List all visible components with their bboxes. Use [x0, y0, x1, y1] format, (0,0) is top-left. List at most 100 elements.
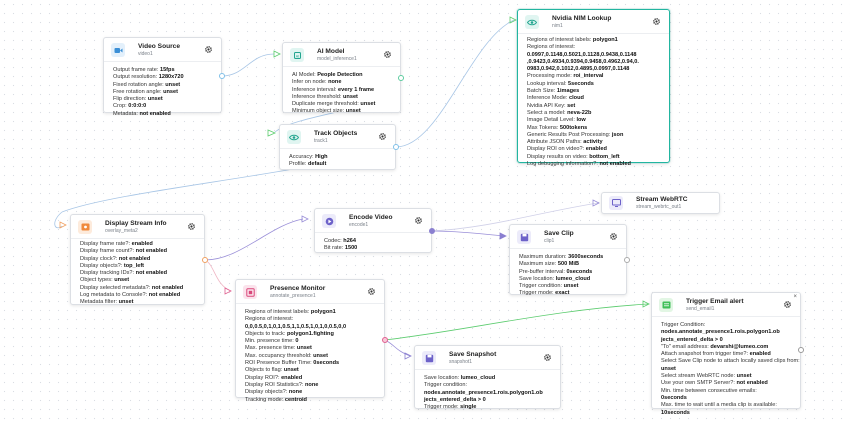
- node-title: Track Objects: [314, 130, 358, 137]
- node-header: Encode Video encode1: [315, 209, 431, 233]
- property-row: Objects to flag: unset: [245, 367, 299, 374]
- property-row: Generic Results Post Processing: json: [527, 131, 624, 138]
- property-row: Infer on node: none: [292, 79, 342, 86]
- ai-chip-icon: AI: [290, 48, 304, 62]
- node-subtitle: video1: [138, 51, 153, 57]
- arrow-track-in: [267, 129, 277, 137]
- node-subtitle: snapshot1: [449, 359, 473, 365]
- property-row: Inference threshold: unset: [292, 93, 358, 100]
- gear-icon[interactable]: [609, 232, 618, 241]
- output-port[interactable]: [398, 75, 404, 81]
- property-row: Objects to track: polygon1.fighting: [245, 330, 334, 337]
- property-row: Pre-buffer interval: 0seconds: [519, 268, 593, 275]
- node-video-source[interactable]: Video Source video1 Output frame rate: 1…: [103, 37, 222, 117]
- output-port[interactable]: [624, 257, 630, 263]
- property-row: Display objects?: top_left: [80, 262, 145, 269]
- node-properties: AI Model: People Detection Infer on node…: [283, 67, 400, 120]
- property-row: Crop: 0:0:0:0: [113, 103, 147, 110]
- property-row: Accuracy: High: [289, 154, 328, 160]
- property-row: Display frame rate?: enabled: [80, 241, 153, 247]
- close-icon[interactable]: ×: [793, 294, 797, 300]
- encode-icon: [322, 214, 336, 228]
- node-stream-webrtc[interactable]: Stream WebRTC stream_webrtc_out1: [601, 192, 720, 214]
- node-subtitle: overlay_meta2: [105, 228, 138, 234]
- node-header: Track Objects track1: [280, 125, 395, 149]
- gear-icon[interactable]: [414, 216, 423, 225]
- property-row: Max. presence time: unset: [245, 345, 312, 352]
- property-row: Min. presence time: 0: [245, 338, 299, 345]
- node-ai-model[interactable]: AI AI Model model_inference1 AI Model: P…: [282, 42, 401, 114]
- arrow-ai-in: [273, 50, 281, 58]
- node-properties: Codec: h264 Bit rate: 1500: [315, 233, 431, 257]
- property-row: Lookup interval: 5seconds: [527, 80, 594, 87]
- property-row: 10seconds: [661, 409, 690, 416]
- node-properties: Regions of interest labels: polygon1 Reg…: [236, 304, 384, 408]
- property-row: Image Detail Level: low: [527, 117, 586, 124]
- gear-icon[interactable]: [367, 287, 376, 296]
- arrow-email-in: [642, 300, 650, 308]
- property-row: Trigger Condition:: [661, 322, 706, 328]
- node-subtitle: send_email1: [686, 306, 715, 312]
- node-title: AI Model: [317, 48, 345, 55]
- output-port[interactable]: [798, 347, 804, 353]
- property-row: Save location: lumeo_cloud: [519, 275, 591, 282]
- property-row: Max. occupancy threshold: unset: [245, 352, 329, 359]
- property-row: Output resolution: 1280x720: [113, 74, 184, 81]
- property-row: Bit rate: 1500: [324, 245, 358, 252]
- property-row: nodes.annotate_presence1.rois.polygon1.o…: [661, 329, 780, 336]
- node-properties: Display frame rate?: enabled Display fra…: [71, 239, 204, 311]
- snapshot-icon: [422, 351, 436, 365]
- property-row: Display ROI Statistics?: none: [245, 381, 319, 388]
- node-presence-monitor[interactable]: Presence Monitor annotate_presence1 Regi…: [235, 279, 385, 403]
- node-save-clip[interactable]: Save Clip clip1 Maximum duration: 3600se…: [509, 224, 627, 296]
- output-port[interactable]: [393, 144, 399, 150]
- property-row: Display results on video: bottom_left: [527, 153, 620, 160]
- property-row: Processing mode: roi_interval: [527, 73, 604, 80]
- node-properties: Save location: lumeo_cloud Trigger condi…: [415, 370, 560, 415]
- property-row: unset: [661, 365, 676, 372]
- output-port[interactable]: [429, 228, 435, 234]
- property-row: Nvidia API Key: set: [527, 102, 576, 109]
- node-nvidia-nim-lookup[interactable]: Nvidia NIM Lookup nim1 Regions of intere…: [517, 9, 670, 167]
- gear-icon[interactable]: [378, 132, 387, 141]
- property-row: Inference Mode: cloud: [527, 95, 584, 102]
- property-row: Display selected metadata?: not enabled: [80, 284, 184, 291]
- node-encode-video[interactable]: Encode Video encode1 Codec: h264 Bit rat…: [314, 208, 432, 253]
- output-port[interactable]: [382, 337, 388, 343]
- property-row: Profile: default: [289, 161, 327, 168]
- property-row: Regions of interest:: [245, 316, 294, 323]
- node-header: Nvidia NIM Lookup nim1: [518, 10, 669, 34]
- eye-icon: [525, 15, 539, 29]
- node-save-snapshot[interactable]: Save Snapshot snapshot1 Save location: l…: [414, 345, 561, 410]
- node-track-objects[interactable]: Track Objects track1 Accuracy: High Prof…: [279, 124, 396, 170]
- gear-icon[interactable]: [783, 300, 792, 309]
- property-row: 0seconds: [661, 394, 687, 401]
- property-row: Inference interval: every 1 frame: [292, 86, 375, 93]
- property-row: jects_entered_delta > 0: [424, 396, 486, 403]
- property-row: Minimum object size: unset: [292, 108, 361, 115]
- arrow-display-in: [59, 221, 67, 229]
- arrow-nim-in: [509, 16, 517, 24]
- node-title: Nvidia NIM Lookup: [552, 15, 612, 22]
- property-row: Use your own SMTP Server?: not enabled: [661, 380, 768, 387]
- gear-icon[interactable]: [543, 353, 552, 362]
- arrow-webrtc-in: [592, 199, 600, 207]
- property-row: Max Tokens: 500tokens: [527, 124, 588, 131]
- node-subtitle: clip1: [544, 238, 555, 244]
- node-header: Stream WebRTC stream_webrtc_out1: [602, 193, 719, 213]
- property-row: Display ROI on video?: enabled: [527, 146, 607, 153]
- wire-presence-to-snapshot: [384, 339, 411, 357]
- arrow-encode-in: [301, 215, 309, 223]
- property-row: Regions of interest labels: polygon1: [527, 37, 618, 43]
- gear-icon[interactable]: [652, 17, 661, 26]
- gear-icon[interactable]: [204, 45, 213, 54]
- output-port[interactable]: [202, 257, 208, 263]
- node-trigger-email-alert[interactable]: × Trigger Email alert send_email1 Trigge…: [651, 292, 801, 416]
- node-display-stream-info[interactable]: Display Stream Info overlay_meta2 Displa…: [70, 214, 205, 305]
- output-port[interactable]: [219, 73, 225, 79]
- property-row: Output frame rate: 15fps: [113, 67, 175, 73]
- gear-icon[interactable]: [187, 222, 196, 231]
- property-row: Tracking mode: centroid: [245, 396, 307, 403]
- arrow-saveclip-in: [499, 232, 507, 240]
- gear-icon[interactable]: [383, 50, 392, 59]
